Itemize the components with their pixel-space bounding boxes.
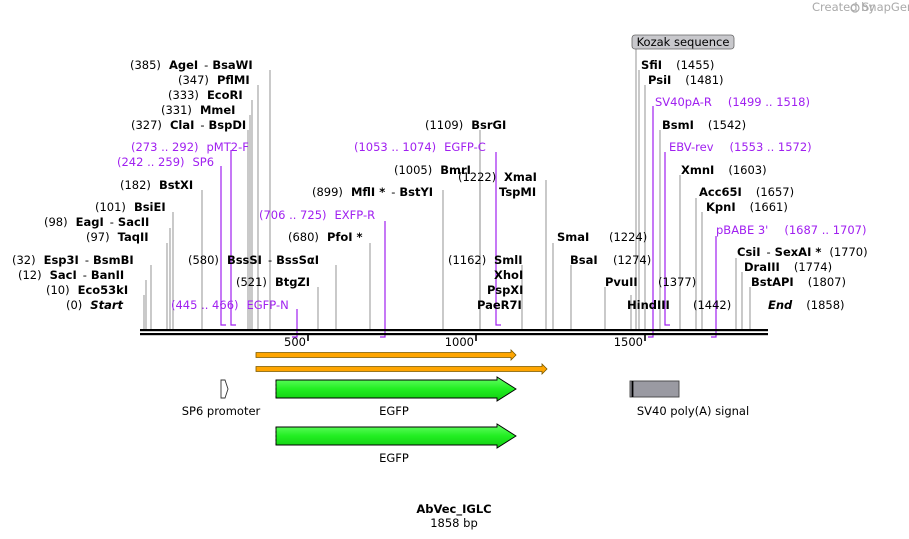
primer-labels: (273 .. 292)pMT2-F (242 .. 259)SP6 (445 …: [117, 95, 867, 312]
svg-text:(331)MmeI: (331)MmeI: [161, 103, 235, 117]
svg-text:(580)BssSI-BssSαI: (580)BssSI-BssSαI: [188, 253, 319, 267]
ruler-1500: 1500: [614, 335, 643, 349]
svg-text:(347)PflMI: (347)PflMI: [178, 73, 250, 87]
svg-text:(10)Eco53kI: (10)Eco53kI: [46, 283, 128, 297]
enzyme-labels-right: SfiI(1455) PsiI(1481) BsmI(1542) XmnI(16…: [641, 58, 868, 312]
sequence-backbone: 500 1000 1500: [140, 329, 768, 349]
svg-text:(521)BtgZI: (521)BtgZI: [236, 275, 310, 289]
svg-text:(1222): (1222): [458, 170, 496, 184]
svg-text:(101)BsiEI: (101)BsiEI: [95, 200, 166, 214]
svg-text:(327)ClaI-BspDI: (327)ClaI-BspDI: [131, 118, 246, 132]
svg-text:TspMI: TspMI: [499, 185, 536, 199]
enzyme-labels-left: (385)AgeI-BsaWI (347)PflMI (333)EcoRI (3…: [12, 58, 253, 312]
svg-text:PsiI(1481): PsiI(1481): [648, 73, 724, 87]
svg-text:BstAPI(1807): BstAPI(1807): [751, 275, 846, 289]
svg-text:(1005)BmrI: (1005)BmrI: [394, 163, 471, 177]
svg-text:End(1858): End(1858): [768, 298, 845, 312]
svg-text:(97)TaqII: (97)TaqII: [86, 230, 149, 244]
enzyme-labels-middle: (580)BssSI-BssSαI (521)BtgZI (680)PfoI *…: [188, 118, 731, 312]
svg-text:Acc65I(1657): Acc65I(1657): [699, 185, 794, 199]
svg-text:(0)Start: (0)Start: [66, 298, 124, 312]
svg-text:BsaI: BsaI: [570, 253, 598, 267]
primer-lines: [220, 106, 717, 338]
snapgene-logo-icon: [850, 3, 860, 13]
svg-text:(1053 .. 1074)EGFP-C: (1053 .. 1074)EGFP-C: [354, 140, 486, 154]
svg-text:(1377): (1377): [658, 275, 696, 289]
svg-text:XmaI: XmaI: [504, 170, 537, 184]
cut-site-lines: [143, 49, 751, 330]
snapgene-watermark: Created by SnapGene: [812, 0, 909, 14]
svg-text:PspXI: PspXI: [487, 283, 523, 297]
plasmid-name: AbVec_IGLC: [416, 502, 491, 517]
svg-text:(242 .. 259)SP6: (242 .. 259)SP6: [117, 155, 214, 169]
svg-text:XmnI(1603): XmnI(1603): [681, 163, 767, 177]
svg-text:(1224): (1224): [609, 230, 647, 244]
svg-text:(1442): (1442): [693, 298, 731, 312]
svg-text:(1109)BsrGI: (1109)BsrGI: [425, 118, 506, 132]
svg-text:KpnI(1661): KpnI(1661): [706, 200, 788, 214]
svg-text:XhoI: XhoI: [494, 268, 523, 282]
feature-egfp-2[interactable]: EGFP: [275, 423, 517, 465]
plasmid-title-block: AbVec_IGLC 1858 bp: [416, 502, 491, 530]
feature-sp6-promoter[interactable]: SP6 promoter: [182, 379, 261, 418]
kozak-feature[interactable]: Kozak sequence: [631, 34, 735, 50]
svg-text:SmaI: SmaI: [557, 230, 589, 244]
svg-text:(1162): (1162): [448, 253, 486, 267]
svg-text:CsiI-SexAI *(1770): CsiI-SexAI *(1770): [737, 245, 868, 259]
sp6-promoter-label: SP6 promoter: [182, 404, 261, 418]
watermark-brand: SnapGene: [862, 0, 909, 14]
watermark-prefix: Created by: [812, 0, 875, 14]
ruler-500: 500: [284, 335, 306, 349]
sv40-polya-label: SV40 poly(A) signal: [637, 404, 749, 418]
svg-text:(182)BstXI: (182)BstXI: [120, 178, 193, 192]
svg-text:(445 .. 466)EGFP-N: (445 .. 466)EGFP-N: [171, 298, 289, 312]
svg-text:(680)PfoI *: (680)PfoI *: [288, 230, 363, 244]
svg-text:pBABE 3'(1687 .. 1707): pBABE 3'(1687 .. 1707): [716, 223, 867, 237]
svg-text:PaeR7I: PaeR7I: [477, 298, 522, 312]
svg-text:EBV-rev(1553 .. 1572): EBV-rev(1553 .. 1572): [669, 140, 812, 154]
orf-arrows[interactable]: [255, 349, 548, 375]
egfp-label-1: EGFP: [379, 404, 409, 418]
feature-sv40-polya[interactable]: SV40 poly(A) signal: [629, 380, 749, 418]
ruler-1000: 1000: [445, 335, 474, 349]
svg-text:SmlI: SmlI: [494, 253, 523, 267]
feature-egfp-1[interactable]: EGFP: [275, 376, 517, 418]
svg-text:(32)Esp3I-BsmBI: (32)Esp3I-BsmBI: [12, 253, 134, 267]
svg-text:SV40pA-R(1499 .. 1518): SV40pA-R(1499 .. 1518): [655, 95, 810, 109]
plasmid-length: 1858 bp: [430, 516, 478, 530]
svg-text:SfiI(1455): SfiI(1455): [641, 58, 714, 72]
svg-text:(273 .. 292)pMT2-F: (273 .. 292)pMT2-F: [131, 140, 249, 154]
svg-text:(385)AgeI-BsaWI: (385)AgeI-BsaWI: [130, 58, 253, 72]
svg-text:(333)EcoRI: (333)EcoRI: [168, 88, 243, 102]
svg-text:(706 .. 725)EXFP-R: (706 .. 725)EXFP-R: [259, 208, 375, 222]
svg-text:(1274): (1274): [613, 253, 651, 267]
svg-text:PvuII: PvuII: [605, 275, 638, 289]
svg-text:(899)MflI *-BstYI: (899)MflI *-BstYI: [312, 185, 433, 199]
svg-text:HindIII: HindIII: [627, 298, 670, 312]
kozak-label: Kozak sequence: [637, 35, 730, 49]
svg-text:(12)SacI-BanII: (12)SacI-BanII: [18, 268, 124, 282]
svg-text:(98)EagI-SacII: (98)EagI-SacII: [44, 215, 149, 229]
egfp-label-2: EGFP: [379, 451, 409, 465]
svg-text:BsmI(1542): BsmI(1542): [662, 118, 746, 132]
svg-text:DraIII(1774): DraIII(1774): [744, 260, 832, 274]
